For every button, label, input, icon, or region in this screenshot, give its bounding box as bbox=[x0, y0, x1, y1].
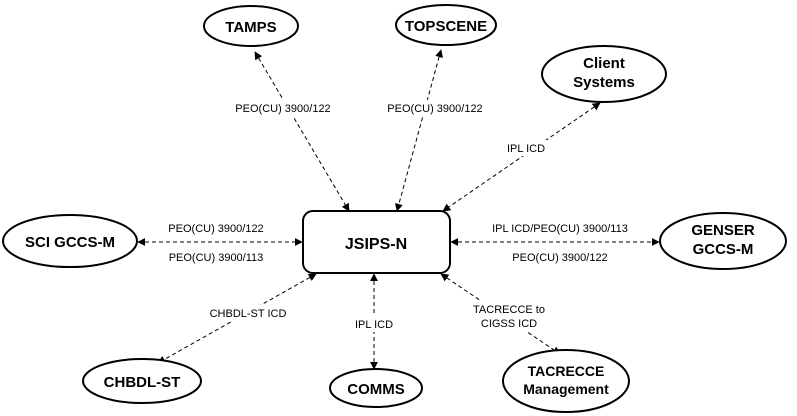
node-genser-gccs-m: GENSER GCCS-M bbox=[659, 212, 787, 270]
node-label-tamps: TAMPS bbox=[225, 19, 276, 36]
edge-label-sci-bottom: PEO(CU) 3900/113 bbox=[169, 252, 264, 264]
edge-label-topscene: PEO(CU) 3900/122 bbox=[387, 103, 482, 115]
edge-chbdl bbox=[157, 273, 317, 364]
node-label-topscene: TOPSCENE bbox=[405, 18, 487, 35]
text-line: Client bbox=[583, 55, 625, 72]
text-line: JSIPS-N bbox=[345, 236, 407, 253]
edge-label-comms: IPL ICD bbox=[355, 319, 393, 331]
node-tamps: TAMPS bbox=[203, 5, 299, 47]
node-label-sci: SCI GCCS-M bbox=[25, 234, 115, 251]
text-line: TOPSCENE bbox=[405, 18, 487, 35]
node-label-tacrecce: TACRECCE Management bbox=[523, 363, 609, 397]
node-comms: COMMS bbox=[329, 368, 423, 408]
text-line: PEO(CU) 3900/122 bbox=[235, 103, 330, 115]
text-line: PEO(CU) 3900/122 bbox=[387, 103, 482, 115]
node-label-genser: GENSER GCCS-M bbox=[691, 222, 755, 258]
node-chbdl-st: CHBDL-ST bbox=[82, 358, 202, 404]
node-sci-gccs-m: SCI GCCS-M bbox=[2, 214, 138, 268]
node-topscene: TOPSCENE bbox=[395, 4, 497, 46]
text-line: TACRECCE bbox=[528, 363, 605, 379]
text-line: TACRECCE to bbox=[473, 304, 545, 316]
text-line: GCCS-M bbox=[693, 241, 754, 258]
node-label-center: JSIPS-N bbox=[345, 236, 407, 253]
text-line: Management bbox=[523, 381, 609, 397]
text-line: SCI GCCS-M bbox=[25, 234, 115, 251]
text-line: GENSER bbox=[691, 222, 755, 239]
edge-client bbox=[442, 102, 601, 212]
edge-label-tacrecce: TACRECCE to CIGSS ICD bbox=[473, 304, 545, 330]
text-line: IPL ICD bbox=[355, 319, 393, 331]
text-line: CHBDL-ST bbox=[104, 374, 181, 391]
edge-label-genser-bottom: PEO(CU) 3900/122 bbox=[512, 252, 607, 264]
text-line: Systems bbox=[573, 74, 635, 91]
text-line: CIGSS ICD bbox=[481, 318, 537, 330]
text-line: CHBDL-ST ICD bbox=[210, 308, 287, 320]
text-line: TAMPS bbox=[225, 19, 276, 36]
edge-label-sci-top: PEO(CU) 3900/122 bbox=[168, 223, 263, 235]
edge-label-chbdl: CHBDL-ST ICD bbox=[210, 308, 287, 320]
text-line: PEO(CU) 3900/122 bbox=[512, 252, 607, 264]
edge-topscene bbox=[395, 49, 443, 212]
text-line: IPL ICD bbox=[507, 143, 545, 155]
edge-label-tamps: PEO(CU) 3900/122 bbox=[235, 103, 330, 115]
edge-label-genser-top: IPL ICD/PEO(CU) 3900/113 bbox=[492, 223, 628, 235]
node-label-chbdl: CHBDL-ST bbox=[104, 374, 181, 391]
text-line: COMMS bbox=[347, 381, 405, 398]
text-line: IPL ICD/PEO(CU) 3900/113 bbox=[492, 223, 628, 235]
edge-labels: PEO(CU) 3900/122 PEO(CU) 3900/122 IPL IC… bbox=[168, 100, 628, 332]
node-tacrecce-management: TACRECCE Management bbox=[502, 349, 630, 413]
edge-label-client: IPL ICD bbox=[507, 143, 545, 155]
edge-tamps bbox=[254, 51, 350, 212]
node-center-jsips-n: JSIPS-N bbox=[302, 210, 451, 274]
text-line: PEO(CU) 3900/113 bbox=[169, 252, 264, 264]
text-line: PEO(CU) 3900/122 bbox=[168, 223, 263, 235]
node-label-comms: COMMS bbox=[347, 381, 405, 398]
edges bbox=[137, 49, 660, 370]
